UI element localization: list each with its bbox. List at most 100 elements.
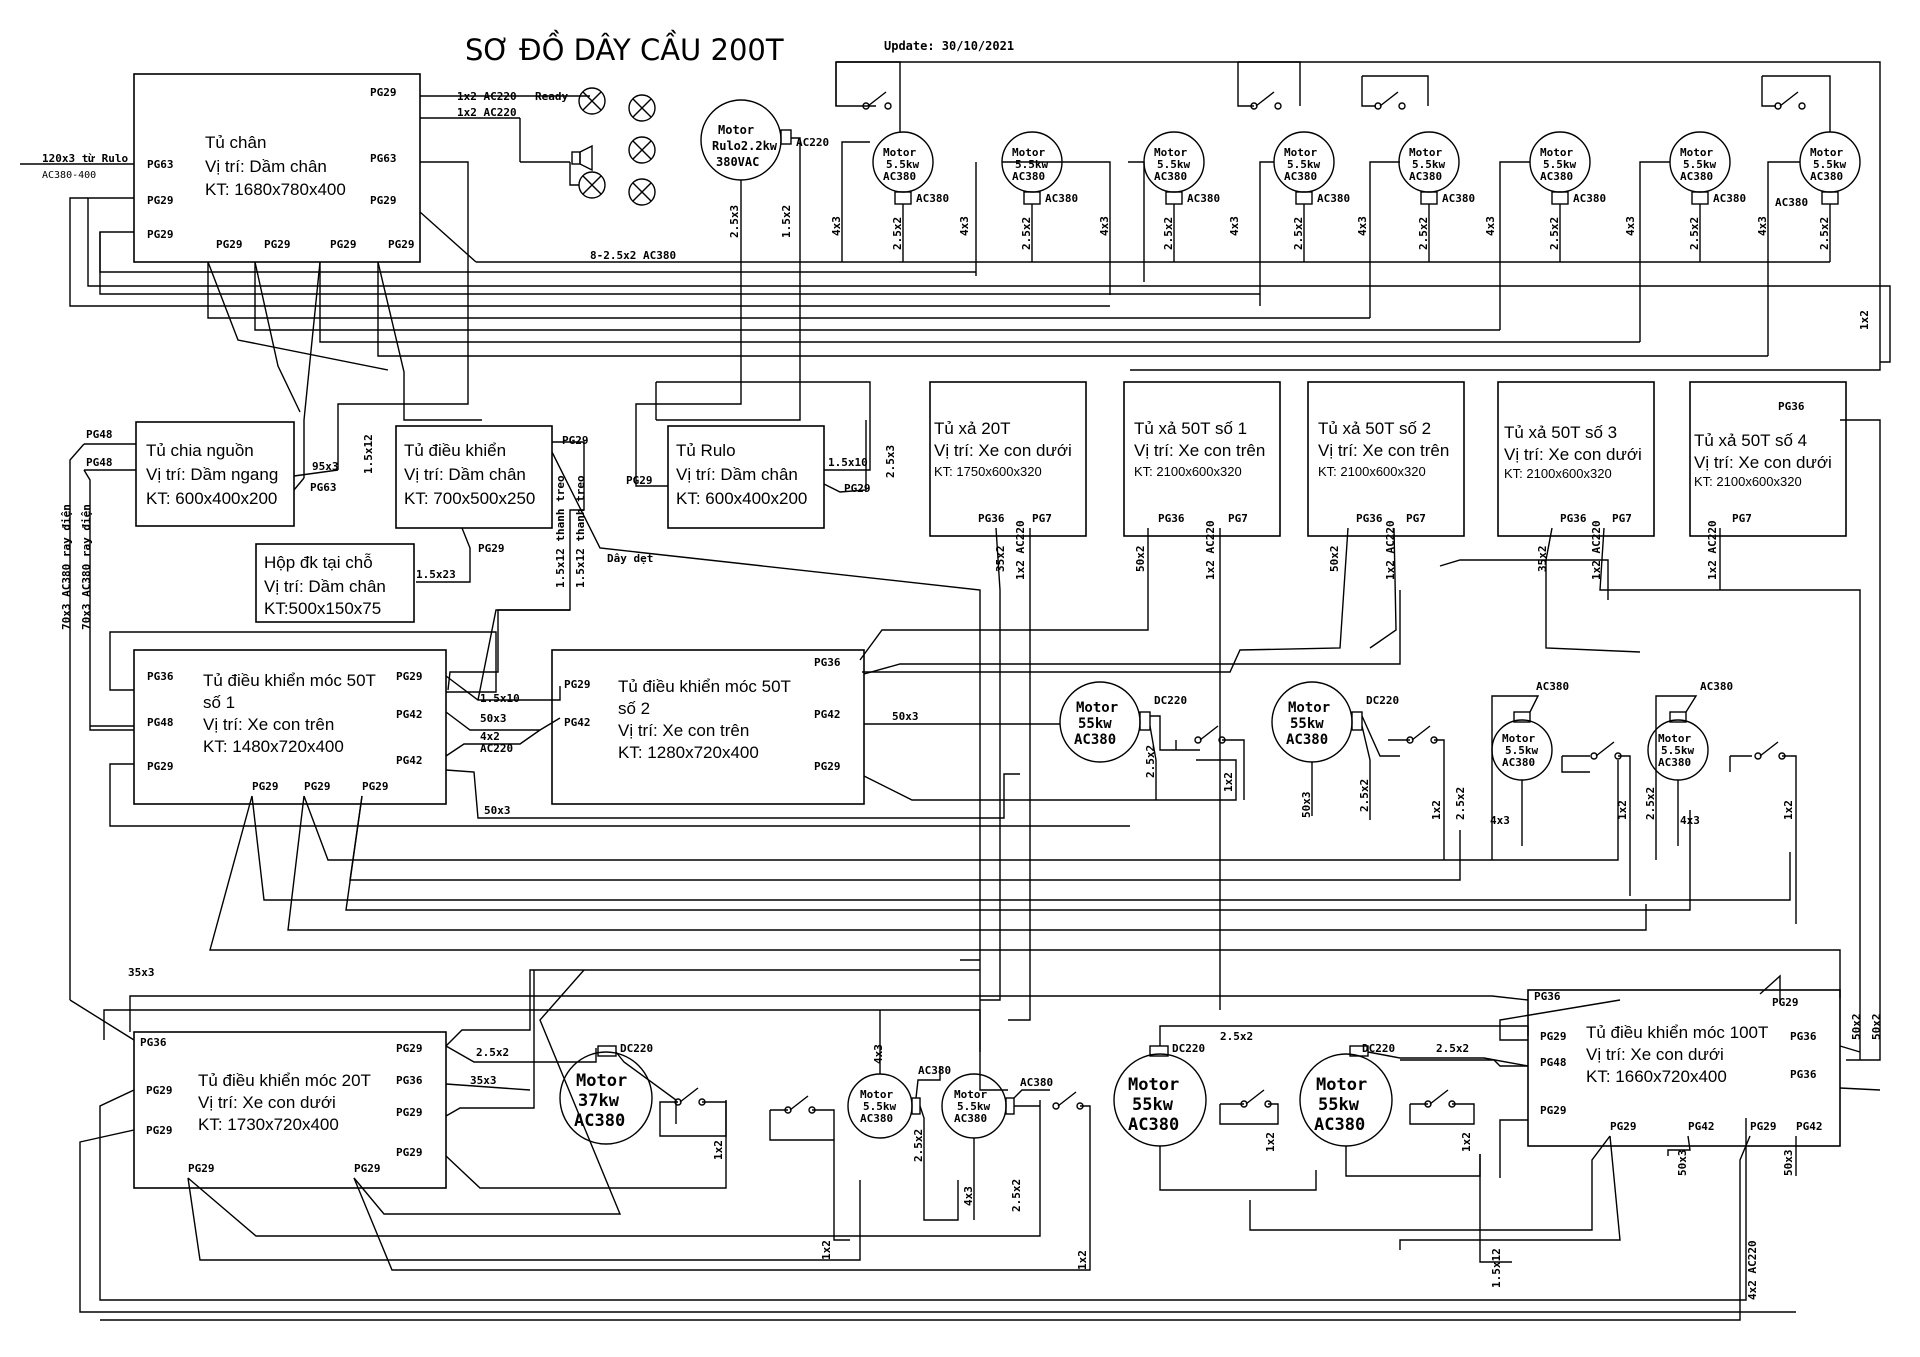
- feed-label: 120x3 từ Rulo: [42, 152, 128, 165]
- port-label: PG29: [388, 238, 415, 251]
- port-label: PG7: [1732, 512, 1752, 525]
- port-label: PG36: [1790, 1030, 1817, 1043]
- motor-label: Motor: [1409, 146, 1442, 159]
- cabinet-position: Vị trí: Dầm chân: [264, 577, 386, 596]
- port-label: PG29: [814, 760, 841, 773]
- cable-label: AC380: [1536, 680, 1569, 693]
- port-label: PG36: [814, 656, 841, 669]
- motor-5-5kw-m3: Motor 5.5kw AC380 AC380 4x3 1x2: [1490, 680, 1631, 896]
- cable-label: DC220: [620, 1042, 653, 1055]
- motor-label: Motor: [1284, 146, 1317, 159]
- cabinet-rulo: Tủ Rulo Vị trí: Dầm chân KT: 600x400x200…: [626, 381, 897, 529]
- cable-label: 2.5x2: [476, 1046, 509, 1059]
- cabinet-moc-50t-1: Tủ điều khiển móc 50T số 1 Vị trí: Xe co…: [133, 649, 447, 805]
- cable-label: 1.5x10: [828, 456, 868, 469]
- motor-label: 55kw: [1290, 716, 1324, 732]
- cabinet-position: Vị trí: Xe con dưới: [934, 441, 1072, 460]
- cable-label: 4x2 AC220: [1746, 1240, 1759, 1300]
- moc50-1-wiring: 1.5x10 50x3 4x2 AC220 50x3: [90, 609, 1841, 998]
- port-label: PG7: [1406, 512, 1426, 525]
- cabinet-name: Tủ điều khiển móc 20T: [198, 1071, 371, 1090]
- cable-label: 2.5x2: [1417, 217, 1430, 250]
- moc20-wiring: [69, 969, 1796, 1313]
- cabinet-position: Vị trí: Dầm chân: [205, 157, 327, 176]
- lamp-icon: [628, 136, 656, 164]
- motor-label: AC380: [954, 1112, 987, 1125]
- cable-label: 50x2: [1134, 546, 1147, 573]
- motor-label: 5.5kw: [1505, 744, 1538, 757]
- cable-label: DC220: [1154, 694, 1187, 707]
- cable-label: 1x2: [820, 1240, 833, 1260]
- cabinet-name: Tủ điều khiển móc 100T: [1586, 1023, 1768, 1042]
- port-label: PG29: [146, 1084, 173, 1097]
- motor-label: 5.5kw: [1412, 158, 1445, 171]
- cabinet-name: số 2: [618, 699, 650, 718]
- cabinet-size: KT: 2100x600x320: [1318, 464, 1426, 479]
- cabinet-moc-100t: Tủ điều khiển móc 100T Vị trí: Xe con dư…: [100, 974, 1883, 1321]
- motor-55kw-m2: Motor 55kw AC380 DC220 50x3 2.5x2 1x2 2.…: [1271, 681, 1467, 860]
- motor-label: AC380: [883, 170, 916, 183]
- port-label: PG29: [147, 194, 174, 207]
- cabinet-position: Vị trí: Dầm ngang: [146, 465, 278, 484]
- cable-label: 1.5x2: [780, 205, 793, 238]
- cable-label: 50x2: [1328, 546, 1341, 573]
- cable-label: 50x3: [480, 712, 507, 725]
- cabinet-size: KT: 1680x780x400: [205, 180, 346, 199]
- port-label: PG63: [310, 481, 337, 494]
- port-label: PG29: [1610, 1120, 1637, 1133]
- port-label: PG36: [396, 1074, 423, 1087]
- motor-top-6: Motor 5.5kw AC380 AC380: [1529, 131, 1606, 205]
- motor-label: Motor: [1288, 700, 1330, 716]
- port-label: PG42: [814, 708, 841, 721]
- cable-label: 50x3: [892, 710, 919, 723]
- diagram-title: SƠ ĐỒ DÂY CẦU 200T: [465, 30, 784, 67]
- motor-label: AC380: [1286, 732, 1328, 748]
- motor-top-2: Motor 5.5kw AC380 AC380: [1001, 131, 1078, 205]
- cable-label: 1x2: [1430, 800, 1443, 820]
- cable-label: 2.5x2: [1644, 787, 1657, 820]
- cabinet-size: KT: 1480x720x400: [203, 737, 344, 756]
- cabinet-size: KT: 1280x720x400: [618, 743, 759, 762]
- cable-label: 1.5x12: [1490, 1248, 1503, 1288]
- cable-label: AC380: [1045, 192, 1078, 205]
- motor-label: Motor: [1128, 1075, 1179, 1095]
- motor-label: 55kw: [1132, 1095, 1174, 1115]
- motor-55kw-b4: Motor 55kw AC380 DC220 2.5x2 1x2 1.5x12: [1299, 1042, 1529, 1288]
- motor-top-8: Motor 5.5kw AC380 AC380: [1775, 131, 1861, 209]
- port-label: PG29: [146, 1124, 173, 1137]
- cable-label: 70x3 AC380 ray điện: [80, 504, 93, 630]
- cabinet-name: Tủ Rulo: [676, 441, 736, 460]
- motor-label: 55kw: [1078, 716, 1112, 732]
- cabinet-size: KT: 2100x600x320: [1134, 464, 1242, 479]
- motor-label: Motor: [883, 146, 916, 159]
- motor-label: 5.5kw: [957, 1100, 990, 1113]
- cable-label: AC380: [1713, 192, 1746, 205]
- cabinet-position: Vị trí: Xe con trên: [203, 715, 334, 734]
- top-cable-labels: 2.5x3 1.5x2 4x3 2.5x2 4x3 2.5x2 4x3 2.5x…: [728, 205, 1831, 250]
- motor-label: 37kw: [578, 1091, 620, 1111]
- cable-label: 4x3: [1484, 216, 1497, 236]
- lamp-icon: [578, 171, 606, 199]
- cable-label: 2.5x2: [1162, 217, 1175, 250]
- cable-label: 2.5x2: [1358, 779, 1371, 812]
- cabinet-position: Vị trí: Xe con trên: [1318, 441, 1449, 460]
- cabinet-size: KT: 1730x720x400: [198, 1115, 339, 1134]
- feed-input: 120x3 từ Rulo AC380-400: [20, 152, 134, 181]
- port-label: PG29: [304, 780, 331, 793]
- port-label: PG29: [1750, 1120, 1777, 1133]
- port-label: PG7: [1612, 512, 1632, 525]
- cabinet-size: KT: 600x400x200: [146, 489, 277, 508]
- port-label: PG42: [1796, 1120, 1823, 1133]
- cabinet-xa-50t-4: Tủ xả 50T số 4 Vị trí: Xe con dưới KT: 2…: [1689, 381, 1847, 580]
- motor-label: 5.5kw: [1661, 744, 1694, 757]
- cable-label: 4x3: [1228, 216, 1241, 236]
- motor-label: AC380: [1284, 170, 1317, 183]
- port-label: PG7: [1032, 512, 1052, 525]
- cabinet-name: Tủ điều khiển móc 50T: [203, 671, 376, 690]
- cable-label: AC220: [796, 136, 829, 149]
- limit-switches-top: [835, 61, 1881, 371]
- cable-label: 1x2: [1616, 800, 1629, 820]
- motor-label: 5.5kw: [863, 1100, 896, 1113]
- cable-label: AC380: [916, 192, 949, 205]
- motor-label: AC380: [860, 1112, 893, 1125]
